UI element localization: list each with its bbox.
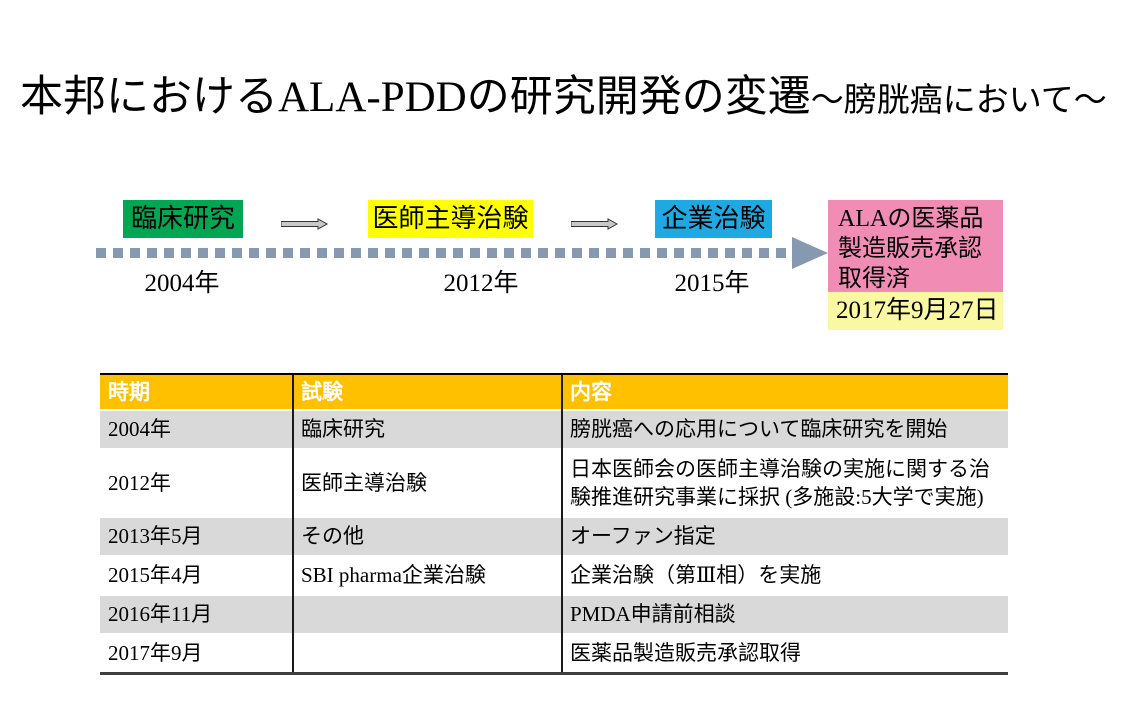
cell-trial: SBI pharma企業治験: [301, 563, 486, 588]
cell-content: 企業治験（第Ⅲ相）を実施: [570, 563, 822, 588]
approval-result-box: ALAの医薬品 製造販売承認 取得済: [828, 200, 1003, 292]
cell-period: 2012年: [108, 470, 171, 495]
cell-content: 医薬品製造販売承認取得: [570, 641, 801, 666]
cell-period: 2015年4月: [108, 563, 203, 588]
table-row: 2013年5月 その他 オーファン指定: [100, 518, 1008, 555]
table-row: 2015年4月 SBI pharma企業治験 企業治験（第Ⅲ相）を実施: [100, 557, 1008, 594]
header-period: 時期: [108, 379, 150, 404]
cell-content: オーファン指定: [570, 524, 716, 549]
table-row: 2016年11月 PMDA申請前相談: [100, 596, 1008, 633]
slide-title: 本邦におけるALA-PDDの研究開発の変遷～膀胱癌において～: [20, 62, 1107, 124]
connector-arrow-icon: [281, 218, 329, 230]
timeline-year-2015: 2015年: [674, 270, 750, 297]
stage-box-investigator-trial: 医師主導治験: [368, 200, 533, 238]
cell-content: 膀胱癌への応用について臨床研究を開始: [570, 417, 948, 442]
header-content: 内容: [570, 379, 612, 404]
approval-line-3: 取得済: [838, 266, 910, 292]
stage-box-corporate-trial: 企業治験: [655, 200, 772, 238]
slide-title-sub: ～膀胱癌において～: [810, 83, 1107, 119]
cell-trial: その他: [301, 524, 364, 549]
table-column-divider: [561, 375, 563, 672]
table-row: 2012年 医師主導治験 日本医師会の医師主導治験の実施に関する治験推進研究事業…: [100, 450, 1008, 516]
cell-content: PMDA申請前相談: [570, 602, 736, 627]
cell-period: 2017年9月: [108, 641, 203, 666]
timeline-year-2012: 2012年: [443, 270, 519, 297]
cell-period: 2013年5月: [108, 524, 203, 549]
header-trial: 試験: [301, 379, 343, 404]
timeline-year-2004: 2004年: [144, 270, 220, 297]
cell-trial: 臨床研究: [301, 417, 385, 442]
connector-arrow-icon: [571, 218, 619, 230]
cell-period: 2004年: [108, 417, 171, 442]
table-header-row: 時期 試験 内容: [100, 375, 1008, 409]
cell-period: 2016年11月: [108, 602, 213, 627]
stage-box-clinical-research: 臨床研究: [123, 200, 243, 238]
table-row: 2004年 臨床研究 膀胱癌への応用について臨床研究を開始: [100, 411, 1008, 448]
timeline-dashed-arrow-icon: [96, 237, 828, 269]
table-column-divider: [292, 375, 294, 672]
approval-line-2: 製造販売承認: [838, 236, 982, 262]
approval-line-1: ALAの医薬品: [838, 206, 984, 232]
table-row: 2017年9月 医薬品製造販売承認取得: [100, 635, 1008, 672]
cell-content: 日本医師会の医師主導治験の実施に関する治験推進研究事業に採択 (多施設:5大学で…: [570, 456, 990, 509]
approval-date-box: 2017年9月27日: [828, 292, 1003, 330]
cell-trial: 医師主導治験: [301, 470, 427, 495]
slide-title-main: 本邦におけるALA-PDDの研究開発の変遷: [20, 74, 811, 121]
history-table: 時期 試験 内容 2004年 臨床研究 膀胱癌への応用について臨床研究を開始 2…: [100, 373, 1008, 675]
